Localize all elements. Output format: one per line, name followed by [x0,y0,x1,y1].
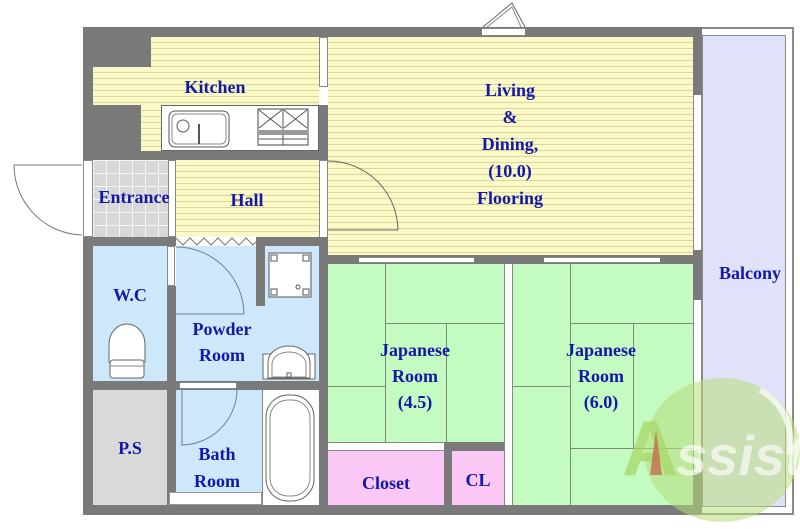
svg-text:A: A [622,404,678,492]
ps-label: P.S [118,438,142,458]
living-label-line2: & [502,107,518,127]
living-door-swing-icon [327,160,399,231]
stove-icon [257,108,309,146]
powder-label-line1: Powder [192,319,252,339]
top-window-opening [482,28,525,36]
outer-wall-top [83,27,701,37]
jr2-label-line2: Room [578,366,624,386]
bathtub-icon [265,394,315,502]
japanese-room-4-5-label: Japanese Room (4.5) [355,340,475,413]
assist-watermark-logo: A ssist [622,378,800,522]
hall-label: Hall [230,190,264,210]
living-left-wall-mid [319,105,328,160]
japanese-room-partition [504,264,513,505]
tatami-line [328,386,385,387]
closet-divider [444,451,452,505]
washing-machine-icon [268,252,312,298]
bath-room-label: Bath Room [182,444,252,492]
kitchen-floor-main [93,67,319,105]
closet-sliding-door [328,442,444,451]
entrance-door-swing-icon [13,164,83,236]
bath-room-floor [176,390,262,505]
wc-door [167,246,175,286]
tatami-line [570,264,571,505]
jr1-label-line1: Japanese [379,340,450,360]
entrance-door-frame [83,160,93,237]
entrance-step [168,160,176,237]
tatami-line [633,323,634,448]
toilet-icon [108,323,146,379]
hall-floor [176,160,319,237]
powder-room-label: Powder Room [172,319,272,366]
window-flap-icon [482,2,526,28]
kitchen-corner-block [93,37,151,67]
powder-door-swing-icon [175,246,245,315]
living-label-line4: (10.0) [488,161,532,181]
entrance-floor [93,160,168,237]
living-window-right [693,95,702,250]
wc-right-wall [167,286,176,381]
bath-step [169,492,262,505]
jr1-label-line2: Room [392,366,438,386]
tatami-line [570,323,693,324]
outer-wall-left [83,27,93,507]
bath-label-line1: Bath [198,444,236,464]
kitchen-label: Kitchen [184,77,246,97]
sliding-door-jr1 [359,257,474,263]
tatami-line [446,323,447,442]
living-label-line3: Dining, [481,134,539,154]
tatami-line [385,323,504,324]
pipe-shaft-floor [93,390,167,505]
jr2-label-line1: Japanese [565,340,636,360]
tatami-line [513,386,570,387]
living-bottom-wall [328,255,693,264]
bath-door [179,382,237,389]
japanese-room-6-0-label: Japanese Room (6.0) [541,340,661,413]
powder-right-wall [319,246,328,506]
living-dining-floor [328,37,693,255]
bath-door-swing-icon [180,389,238,446]
japanese-room-4-5-floor [328,264,504,442]
kitchen-corner-block-lower [93,105,141,151]
living-label-line5: Flooring [477,188,543,208]
ps-right-wall [167,390,176,505]
hall-bottom-wall-right [256,237,328,246]
sliding-door-jr2 [544,257,660,263]
outer-wall-right [693,27,702,515]
powder-label-line2: Room [199,345,245,365]
jr1-label-line3: (4.5) [397,392,433,412]
cl-top-wall [444,442,504,451]
cl-label: CL [465,470,491,490]
powder-inner-wall [256,246,265,306]
kitchen-floor [151,37,319,67]
living-dining-label: Living & Dining, (10.0) Flooring [450,80,570,209]
closet-label: Closet [362,473,410,493]
cl-floor [452,451,504,505]
sink-icon [168,110,230,148]
outer-wall-bottom [83,505,701,515]
balcony-label: Balcony [718,263,781,283]
accordion-door-icon [175,237,257,246]
kitchen-bottom-wall [93,151,329,160]
jr2-label-line3: (6.0) [583,392,619,412]
kitchen-floor-strip [141,105,161,151]
tatami-line [570,448,693,449]
washbasin-icon [262,345,316,380]
wc-label: W.C [113,285,147,305]
bath-label-line2: Room [194,471,240,491]
closet-floor [328,451,444,505]
hall-bottom-wall-left [93,237,176,246]
svg-text:ssist: ssist [676,424,800,487]
entrance-label: Entrance [98,187,170,207]
living-label-line1: Living [484,80,536,100]
tatami-line [385,264,386,442]
living-left-wall-upper [319,37,328,87]
